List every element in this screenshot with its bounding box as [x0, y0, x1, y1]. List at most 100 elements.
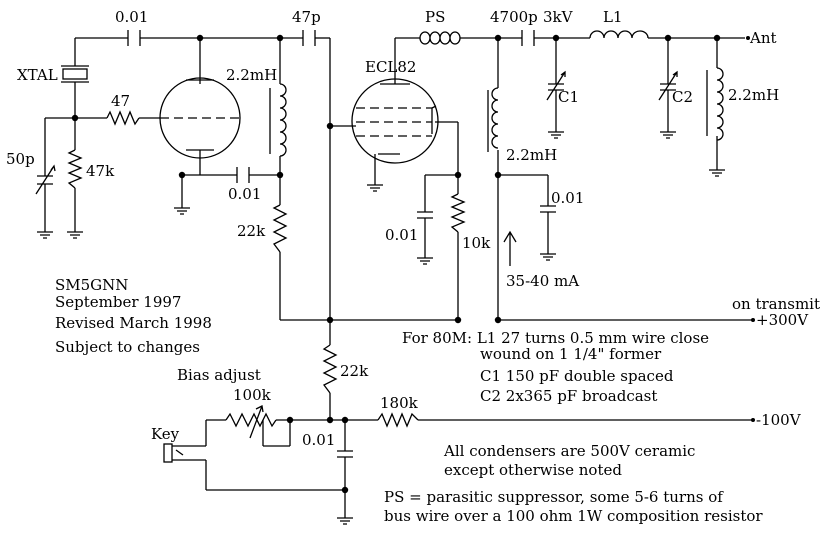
ground-icon — [709, 169, 725, 177]
note-80m-line3: C1 150 pF double spaced — [480, 367, 674, 385]
capacitor-screen-bypass-icon — [417, 211, 433, 219]
resistors — [67, 110, 466, 439]
label-key: Key — [151, 425, 180, 443]
label-cap-plate-bypass: 0.01 — [551, 189, 584, 207]
key-jack — [163, 443, 184, 463]
resistor-180k-icon — [377, 412, 419, 428]
terminals — [503, 36, 755, 422]
inductors — [269, 30, 724, 157]
ground-icon — [548, 131, 564, 139]
crystal-icon — [61, 65, 89, 83]
capacitor-bias-icon — [337, 450, 353, 458]
capacitor-plate-bypass-icon — [540, 205, 556, 213]
label-cap-3kv: 3kV — [543, 8, 574, 26]
label-tube: ECL82 — [365, 58, 416, 76]
potentiometer-100k-icon — [225, 412, 277, 428]
variable-capacitor-c1-icon — [546, 70, 566, 101]
ground-symbols — [37, 131, 725, 525]
choke-plate-icon — [491, 87, 499, 149]
triode-envelope-icon — [159, 77, 241, 159]
label-res-100k: 100k — [233, 386, 272, 404]
note-80m-line2: wound on 1 1/4" former — [480, 345, 662, 363]
note-condensers-line2: except otherwise noted — [444, 461, 622, 479]
label-res-180k: 180k — [380, 394, 419, 412]
capacitors — [35, 30, 678, 458]
label-c2: C2 — [672, 88, 693, 106]
label-res-22k-lower: 22k — [340, 362, 369, 380]
label-ind-ant: 2.2mH — [728, 86, 779, 104]
resistor-47-icon — [106, 110, 140, 126]
parasitic-suppressor-icon — [419, 31, 461, 45]
label-current: 35-40 mA — [506, 272, 579, 290]
resistor-47k-icon — [67, 149, 83, 189]
label-cap-47p: 47p — [292, 8, 321, 26]
note-revised: Revised March 1998 — [55, 314, 212, 332]
ground-icon — [367, 184, 383, 192]
crystal — [61, 65, 89, 83]
ground-icon — [174, 207, 190, 215]
capacitor-4700p-icon — [521, 30, 535, 46]
label-res-47k: 47k — [86, 162, 115, 180]
label-on-transmit: on transmit — [732, 295, 820, 313]
label-res-10k: 10k — [462, 234, 491, 252]
label-ant: Ant — [749, 29, 777, 47]
label-minus-100v: -100V — [756, 411, 802, 429]
pentode-suppressor-link-icon — [431, 105, 437, 134]
note-condensers-line1: All condensers are 500V ceramic — [443, 442, 695, 460]
potentiometer-wiper-icon — [249, 405, 264, 439]
tube-ecl82 — [351, 75, 439, 164]
coil-l1-icon — [589, 30, 649, 39]
resistor-10k-icon — [450, 193, 466, 233]
note-author: SM5GNN — [55, 276, 128, 294]
note-80m-line4: C2 2x365 pF broadcast — [480, 387, 657, 405]
note-date: September 1997 — [55, 293, 181, 311]
label-c1: C1 — [558, 88, 579, 106]
label-cap-0-01-input: 0.01 — [115, 8, 148, 26]
choke-cathode-icon — [279, 83, 287, 157]
terminal-minus100v-icon — [751, 418, 755, 422]
ground-icon — [417, 257, 433, 265]
label-cap-cathode: 0.01 — [228, 185, 261, 203]
label-bias-adjust: Bias adjust — [177, 366, 261, 384]
capacitor-input-icon — [127, 30, 141, 46]
label-cap-50p: 50p — [6, 150, 35, 168]
terminal-300v-icon — [751, 318, 755, 322]
ground-icon — [337, 517, 353, 525]
choke-ant-icon — [716, 67, 724, 141]
component-labels: 0.01 47p PS 4700p 3kV L1 Ant XTAL 47 2.2… — [6, 8, 820, 449]
label-ps: PS — [425, 8, 445, 26]
tube-triode — [159, 77, 241, 159]
label-l1: L1 — [603, 8, 623, 26]
ground-icon — [67, 231, 83, 239]
label-cap-4700p: 4700p — [490, 8, 538, 26]
triode-plate-icon — [186, 79, 214, 84]
label-cap-bias: 0.01 — [302, 431, 335, 449]
ground-icon — [660, 131, 676, 139]
trimmer-50p-icon — [35, 164, 56, 195]
capacitor-cathode-icon — [236, 167, 250, 183]
label-ind-grid: 2.2mH — [226, 66, 277, 84]
note-subject: Subject to changes — [55, 338, 200, 356]
note-ps-line1: PS = parasitic suppressor, some 5-6 turn… — [384, 488, 724, 506]
capacitor-47p-icon — [302, 30, 316, 46]
note-ps-line2: bus wire over a 100 ohm 1W composition r… — [384, 507, 763, 525]
current-arrow-icon — [503, 230, 517, 266]
resistor-22k-lower-icon — [322, 344, 338, 394]
label-res-22k-upper: 22k — [237, 222, 266, 240]
label-xtal: XTAL — [17, 66, 58, 84]
notes: SM5GNN September 1997 Revised March 1998… — [55, 276, 763, 525]
label-plus-300v: +300V — [756, 311, 809, 329]
label-cap-screen: 0.01 — [385, 226, 418, 244]
note-80m-line1: For 80M: L1 27 turns 0.5 mm wire close — [402, 329, 709, 347]
resistor-22k-upper-icon — [272, 204, 288, 253]
ground-icon — [540, 253, 556, 261]
ground-icon — [37, 231, 53, 239]
junctions — [71, 34, 721, 494]
key-jack-icon — [163, 443, 173, 463]
terminal-ant-icon — [746, 36, 750, 40]
label-ind-plate: 2.2mH — [506, 146, 557, 164]
variable-capacitor-c2-icon — [658, 70, 678, 101]
pentode-plate-icon — [380, 75, 410, 85]
